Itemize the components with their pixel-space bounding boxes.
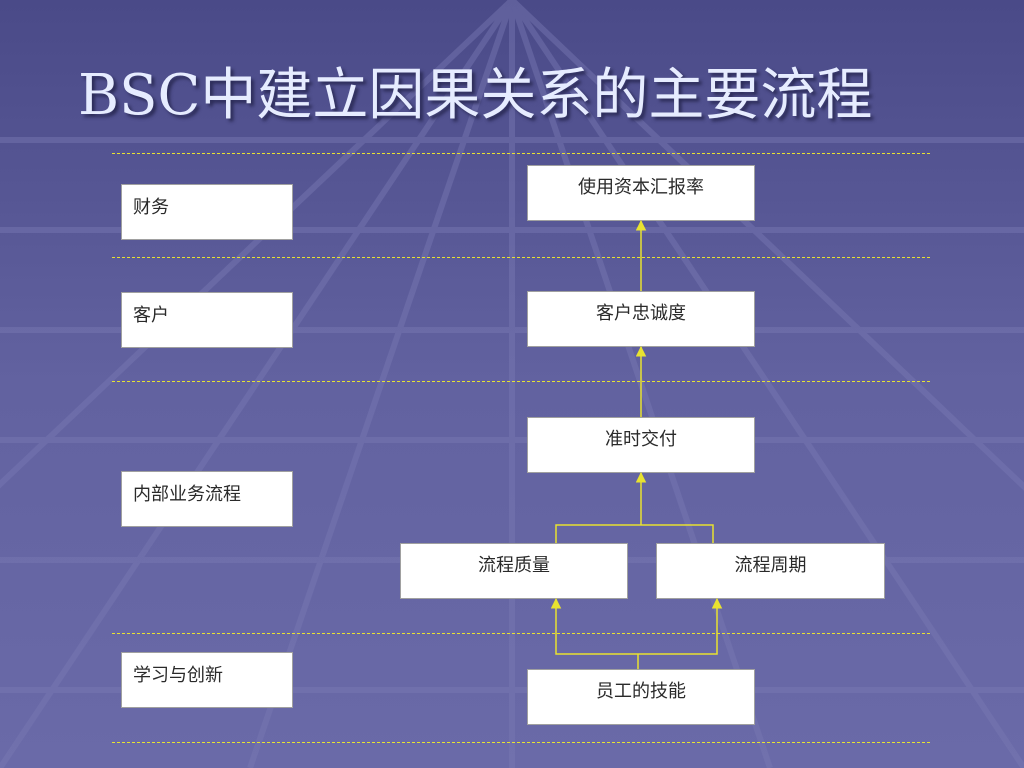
category-finance: 财务 — [121, 184, 293, 240]
slide-title: BSC中建立因果关系的主要流程 — [78, 63, 873, 128]
divider-line — [112, 153, 930, 154]
node-customer-loyalty: 客户忠诚度 — [527, 291, 755, 347]
node-roce: 使用资本汇报率 — [527, 165, 755, 221]
category-internal-process: 内部业务流程 — [121, 471, 293, 527]
node-process-cycle-label: 流程周期 — [734, 555, 807, 576]
category-learning-innovation: 学习与创新 — [121, 652, 293, 708]
node-on-time-delivery: 准时交付 — [527, 417, 755, 473]
node-on-time-delivery-label: 准时交付 — [605, 429, 677, 450]
node-customer-loyalty-label: 客户忠诚度 — [596, 303, 686, 324]
divider-line — [112, 742, 930, 743]
category-customer: 客户 — [121, 292, 293, 348]
category-customer-label: 客户 — [133, 305, 169, 326]
category-finance-label: 财务 — [133, 197, 169, 218]
node-process-cycle: 流程周期 — [656, 543, 885, 599]
divider-line — [112, 257, 930, 258]
node-employee-skills-label: 员工的技能 — [596, 681, 686, 702]
node-process-quality: 流程质量 — [400, 543, 628, 599]
node-employee-skills: 员工的技能 — [527, 669, 755, 725]
category-learning-innovation-label: 学习与创新 — [133, 665, 223, 686]
node-process-quality-label: 流程质量 — [478, 555, 550, 576]
divider-line — [112, 633, 930, 634]
divider-line — [112, 381, 930, 382]
node-roce-label: 使用资本汇报率 — [578, 177, 704, 198]
category-internal-process-label: 内部业务流程 — [133, 484, 241, 505]
